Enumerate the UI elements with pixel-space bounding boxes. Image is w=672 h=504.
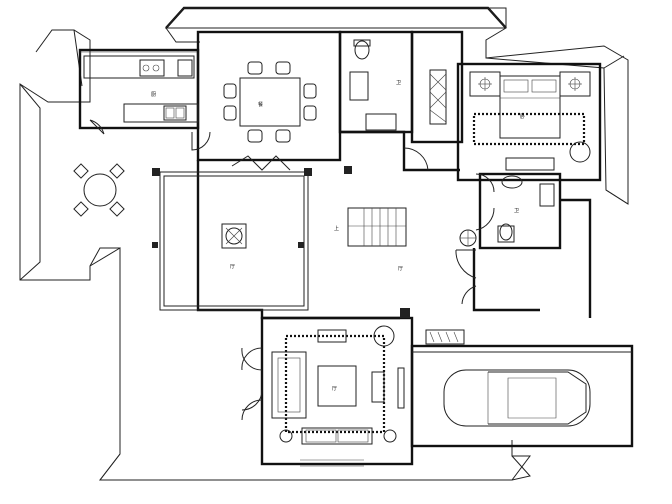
hall-light [344, 166, 477, 247]
roof-eaves [19, 6, 629, 481]
stairs [347, 207, 407, 247]
hall-label: 厅 [398, 266, 403, 272]
bedroom-fixtures [469, 71, 591, 171]
terrace-table [73, 163, 125, 217]
bedroom-label: 卧 [520, 113, 525, 120]
living-label: 厅 [332, 386, 337, 392]
bathroom-top-fixtures [349, 39, 447, 131]
atrium-void [152, 168, 312, 311]
bathroom-small-fixtures [497, 175, 555, 243]
car [443, 369, 591, 427]
kitchen-label: 厨 [151, 92, 156, 98]
doors [89, 119, 495, 421]
living-furniture [271, 308, 465, 445]
atrium-label: 厅 [230, 264, 235, 270]
stairs-label: 上 [334, 225, 339, 232]
dining-label: 餐 [258, 101, 263, 108]
walls [78, 30, 634, 466]
dining-table [223, 61, 317, 143]
kitchen-fixtures [83, 55, 199, 123]
atrium-light [221, 223, 247, 249]
bathroom-small-label: 卫 [514, 208, 519, 214]
window-marks [300, 367, 405, 467]
bathroom-top-label: 卫 [396, 80, 401, 86]
